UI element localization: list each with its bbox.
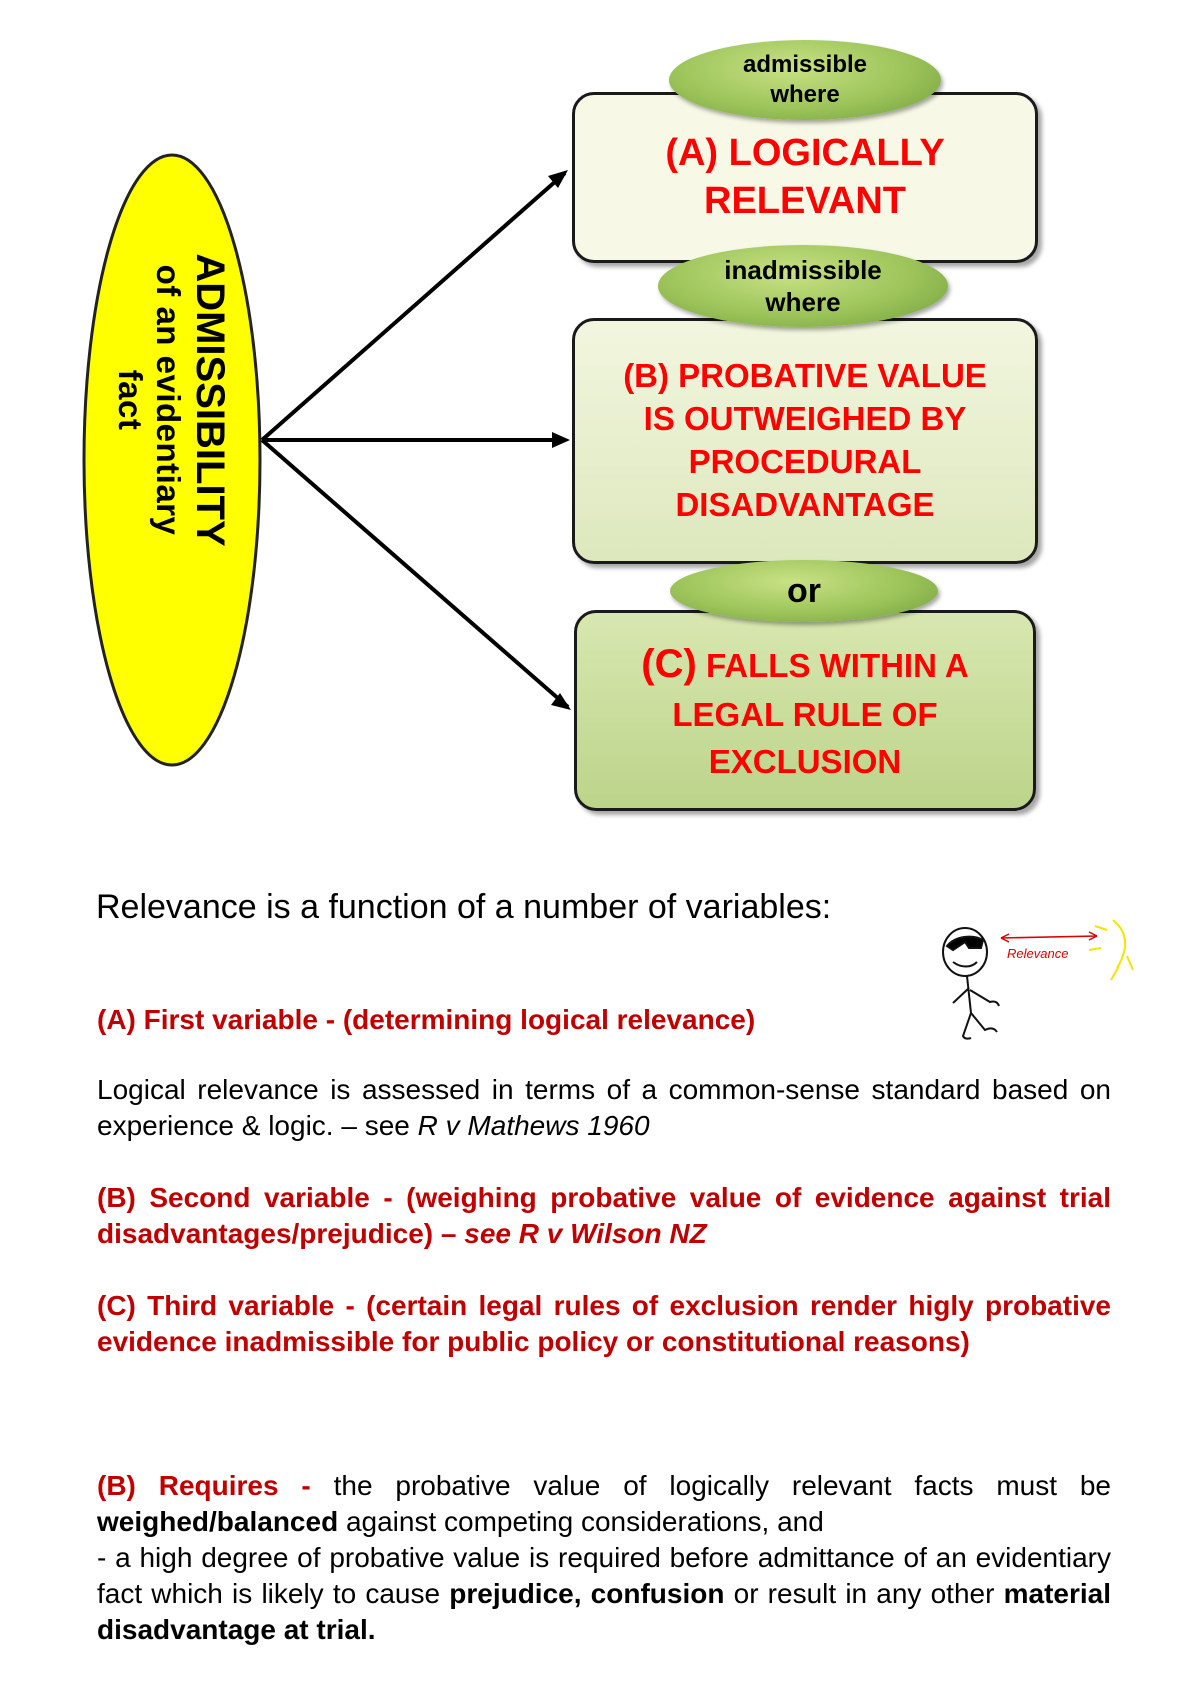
requires-text-1: the probative value of logically relevan… — [333, 1470, 1112, 1501]
admissibility-title: ADMISSIBILITY — [187, 253, 232, 547]
box-b-line3: PROCEDURAL — [688, 443, 922, 480]
requires-paragraph: (B) Requires - the probative value of lo… — [97, 1468, 1111, 1540]
box-a-line2: RELEVANT — [704, 179, 906, 222]
requires-bold-3: material disadvantage at trial. — [97, 1578, 1111, 1645]
connector-mid-line2: where — [765, 287, 841, 317]
requires-bold-1: weighed/balanced — [97, 1506, 339, 1537]
relevance-arrow-icon — [1000, 931, 1098, 943]
requires-label: (B) Requires - — [97, 1470, 334, 1501]
sun-icon — [1088, 919, 1134, 981]
box-c-line3: EXCLUSION — [708, 742, 902, 780]
variable-b-title: (B) Second variable - (weighing probativ… — [97, 1180, 1111, 1252]
box-a-line1: (A) LOGICALLY — [665, 132, 945, 174]
box-b-line4: DISADVANTAGE — [675, 485, 935, 523]
box-c-line1: (C) FALLS WITHIN A — [641, 636, 968, 692]
admissibility-subtitle: of an evidentiary fact — [112, 264, 187, 536]
arrow-to-box-b — [262, 432, 570, 448]
box-b-line2: IS OUTWEIGHED BY — [643, 400, 967, 438]
stick-figure-icon — [942, 927, 1000, 1040]
connector-admissible-where: admissible where — [669, 40, 941, 120]
requires-text-2: against competing considerations, and — [338, 1506, 824, 1537]
variable-a-case: R v Mathews 1960 — [417, 1110, 650, 1141]
connector-bottom-label: or — [787, 571, 821, 610]
admissibility-label: ADMISSIBILITY of an evidentiary fact — [72, 230, 272, 570]
connector-top-line1: admissible — [742, 51, 868, 78]
variable-a-title: (A) First variable - (determining logica… — [97, 1004, 756, 1035]
variable-a-body-text: Logical relevance is assessed in terms o… — [97, 1074, 1111, 1141]
variable-c-title: (C) Third variable - (certain legal rule… — [97, 1290, 1111, 1357]
variable-b-case: see R v Wilson NZ — [464, 1218, 707, 1249]
admissibility-ellipse — [82, 153, 262, 767]
connector-top-line2: where — [770, 81, 840, 108]
requires-text-4: or result in any other — [724, 1578, 1004, 1609]
doodle-relevance-label: Relevance — [1007, 946, 1068, 961]
variable-b-title-text: (B) Second variable - (weighing probativ… — [97, 1182, 1111, 1249]
box-probative-value: (B) PROBATIVE VALUE IS OUTWEIGHED BY PRO… — [572, 318, 1038, 564]
arrow-to-box-a — [260, 170, 568, 442]
connector-or: or — [670, 560, 938, 622]
box-c-line1-rest: FALLS WITHIN A — [696, 647, 969, 685]
connector-mid-line1: inadmissible — [724, 254, 882, 285]
box-c-prefix: (C) — [641, 642, 697, 687]
variable-a-body: Logical relevance is assessed in terms o… — [97, 1072, 1111, 1144]
diagram-canvas — [82, 153, 571, 767]
relevance-doodle: Relevance — [942, 919, 1134, 1040]
requires-paragraph-2: - a high degree of probative value is re… — [97, 1540, 1111, 1648]
box-c-line2: LEGAL RULE OF — [672, 696, 938, 734]
section-heading: Relevance is a function of a number of v… — [96, 888, 832, 926]
box-legal-rule-exclusion: (C) FALLS WITHIN A LEGAL RULE OF EXCLUSI… — [574, 610, 1036, 811]
requires-text-3: - a high degree of probative value is re… — [97, 1542, 1111, 1609]
connector-inadmissible-where: inadmissible where — [658, 245, 948, 327]
arrow-to-box-c — [260, 438, 571, 710]
requires-bold-2: prejudice, confusion — [449, 1578, 725, 1609]
box-b-line1: (B) PROBATIVE VALUE — [623, 357, 987, 395]
